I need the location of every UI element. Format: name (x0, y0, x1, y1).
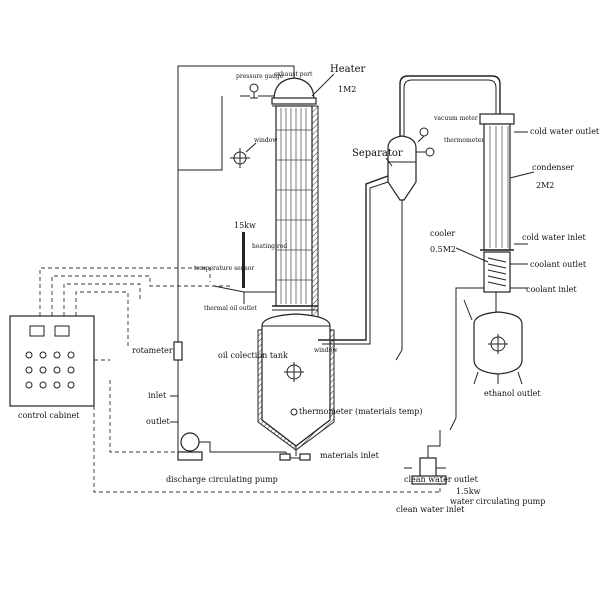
window-icon (230, 148, 250, 168)
temperature-sensor-label: temperature sensor (194, 265, 254, 272)
heating-rod-label: heating rod (252, 243, 287, 250)
water-pump-icon (404, 430, 447, 485)
condenser-leader (509, 171, 535, 179)
cold-water-outlet-label: cold water outlet (530, 127, 600, 136)
tank-window-icon (284, 362, 304, 382)
pump-power-label: 1.5kw (456, 487, 481, 496)
power-label: 15kw (234, 221, 256, 230)
clean-water-inlet-label: clean water inlet (396, 505, 465, 514)
discharge-pump-label: discharge circulating pump (166, 475, 278, 484)
heater-area-label: 1M2 (338, 85, 356, 94)
receiver-feed-line (463, 299, 473, 321)
materials-inlet-valve (279, 452, 311, 461)
window-heater-label: window (254, 137, 278, 144)
condenser-area-label: 2M2 (536, 181, 554, 190)
window-leader (245, 142, 257, 153)
cooler-coil (483, 251, 511, 293)
ethanol-outlet-label: ethanol outlet (484, 389, 541, 398)
inlet-label: inlet (148, 391, 167, 400)
thermal-oil-outlet-label: thermal oil outlet (204, 305, 258, 312)
pressure-gauge-label: pressure gauge (236, 73, 284, 80)
rotameter-icon (173, 341, 183, 361)
discharge-pump-icon (177, 432, 286, 461)
ethanol-receiver (473, 292, 523, 385)
coolant-return-line (449, 287, 484, 431)
vacuum-meter-label: vacuum meter (433, 115, 478, 122)
oil-collection-tank (257, 313, 335, 456)
water-pump-label: water circulating pump (450, 497, 545, 506)
window-tank-label: window (314, 347, 338, 354)
pressure-gauge-icon (249, 83, 259, 99)
vapor-line-heater-separator (318, 175, 389, 341)
vapor-line-inner (322, 181, 389, 345)
separator-leader (385, 157, 393, 167)
thermometer-top-icon (416, 147, 435, 157)
separator-label: Separator (352, 148, 403, 159)
separator-drain (395, 214, 403, 361)
cooler-leader (455, 247, 489, 263)
heating-rod-icon (242, 232, 245, 288)
control-cabinet (9, 315, 95, 407)
heater-tubes (280, 108, 307, 304)
exhaust-port-label: exhaust port (274, 71, 313, 78)
materials-inlet-label: materials inlet (320, 451, 380, 460)
cold-water-inlet-label: cold water inlet (522, 233, 586, 242)
thermometer-top-label: thermometer (444, 137, 484, 144)
separator-vessel (387, 135, 417, 214)
thermometer-materials-label: thermometer (materials temp) (299, 407, 423, 416)
oil-tank-label: oil colection tank (218, 351, 288, 360)
rotameter-label: rotameter (132, 346, 173, 355)
heater-leader (311, 73, 335, 97)
vapor-line-separator-condenser (399, 75, 501, 136)
heater-column (271, 77, 319, 325)
control-cabinet-label: control cabinet (18, 411, 80, 420)
heater-baffles (276, 129, 312, 281)
cooler-label: cooler (430, 229, 455, 238)
outlet-label: outlet (146, 417, 170, 426)
control-buttons (25, 351, 75, 389)
condenser-label: condenser (532, 163, 574, 172)
clean-water-outlet-label: clean water outlet (404, 475, 479, 484)
thermometer-icon (290, 408, 298, 416)
coolant-outlet-label: coolant outlet (530, 260, 587, 269)
cooler-area-label: 0.5M2 (430, 245, 456, 254)
condenser-column (479, 113, 515, 251)
coolant-inlet-label: coolant inlet (526, 285, 577, 294)
heater-label: Heater (330, 64, 366, 75)
control-wiring (39, 267, 441, 493)
vacuum-meter-icon (417, 127, 429, 143)
